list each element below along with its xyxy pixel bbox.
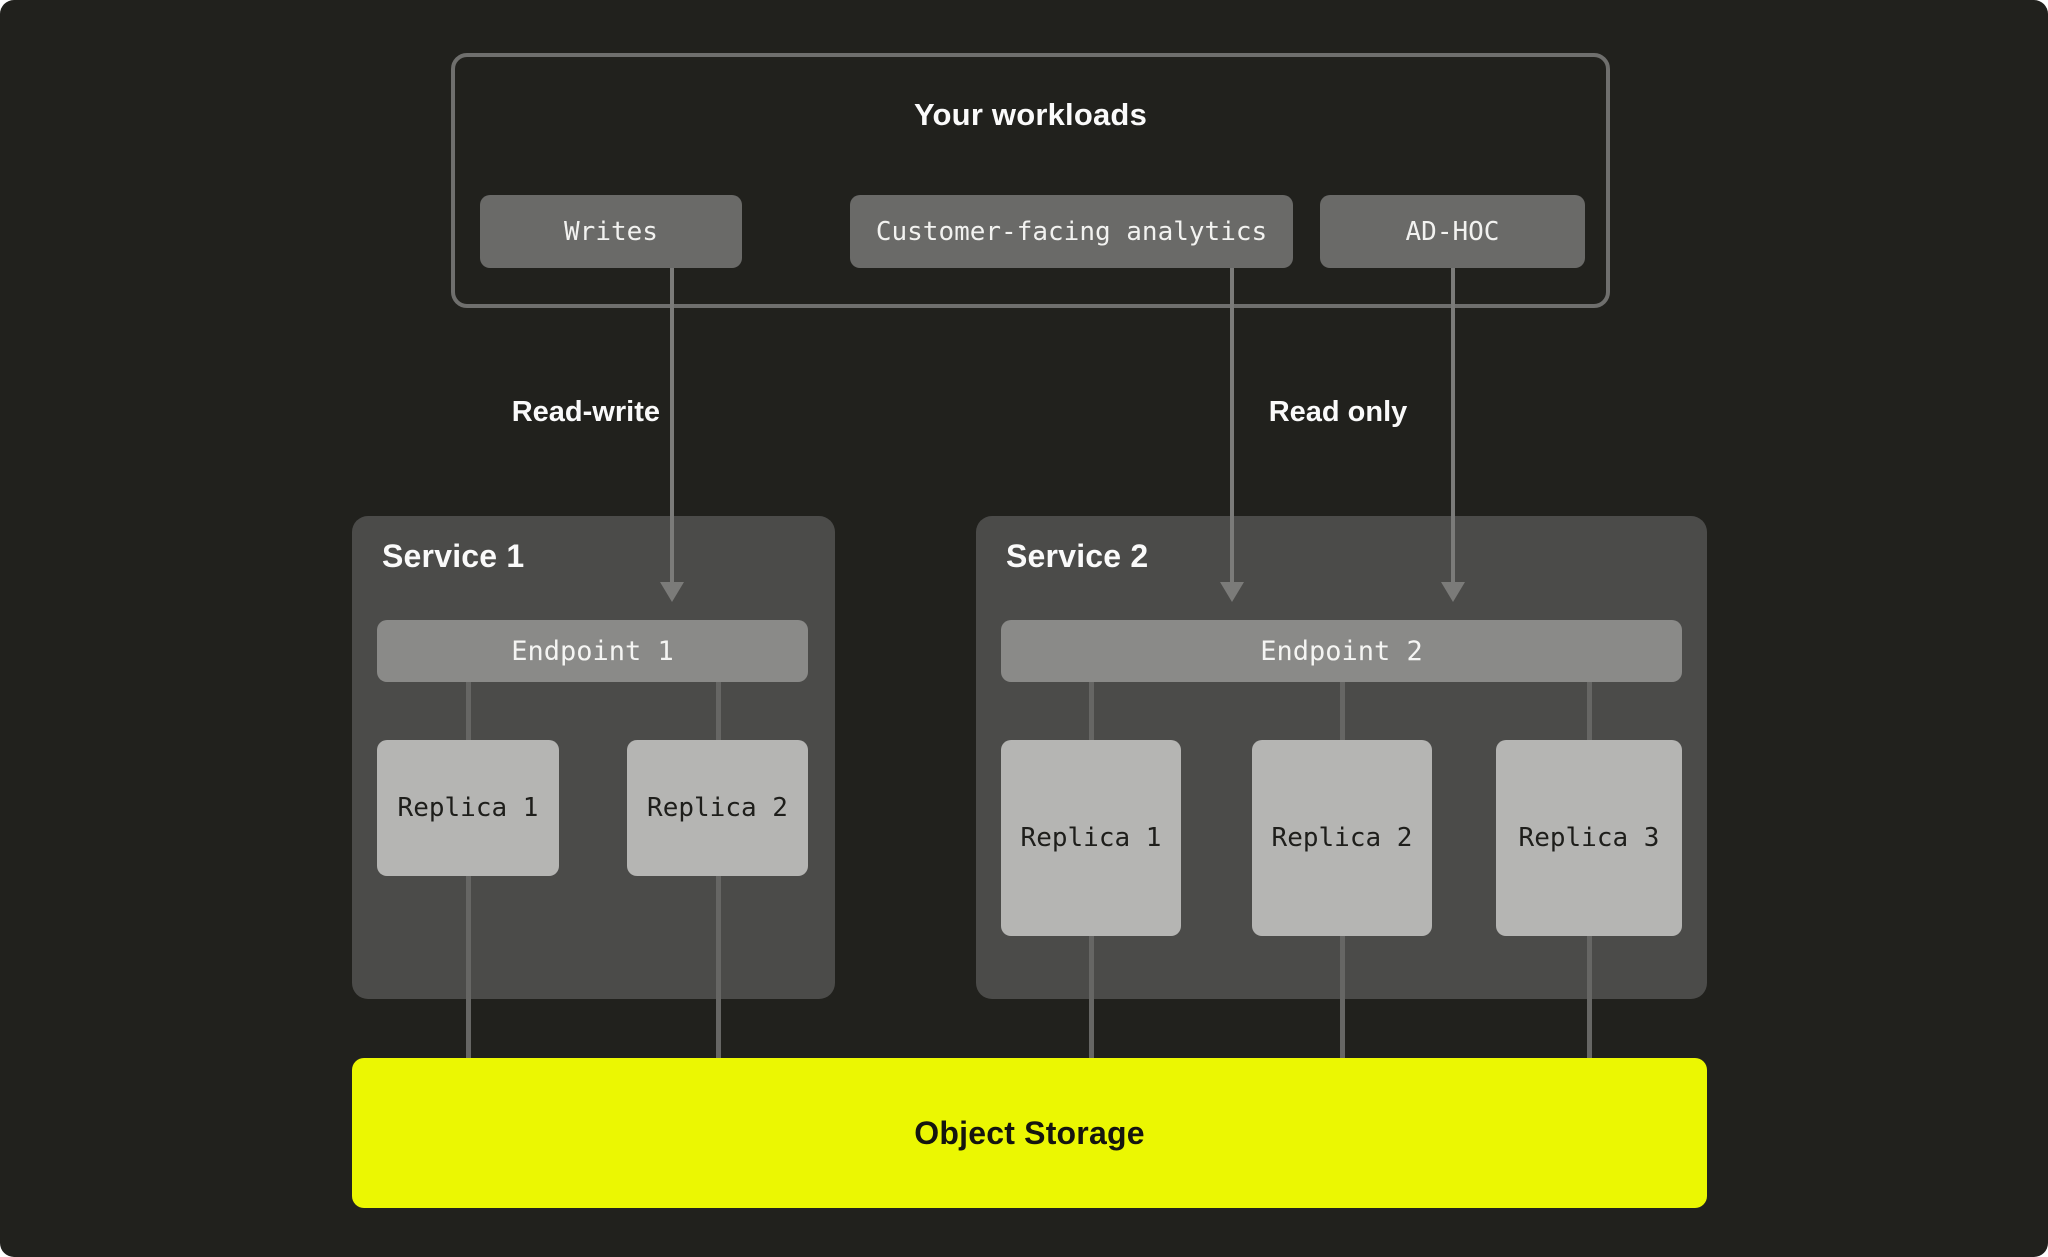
workload-node-ad-hoc: AD-HOC <box>1320 195 1585 268</box>
writes-to-endpoint1-line <box>670 268 674 584</box>
service-2-title: Service 2 <box>1006 538 1149 574</box>
read-only-edge-label: Read only <box>1268 396 1408 428</box>
analytics-to-endpoint2-line <box>1230 268 1234 584</box>
service2-replica-2-node: Replica 2 <box>1252 740 1432 936</box>
arrow-down-icon <box>660 582 684 602</box>
read-write-edge-label: Read-write <box>511 396 660 428</box>
adhoc-to-endpoint2-line <box>1451 268 1455 584</box>
endpoint-1-node: Endpoint 1 <box>377 620 808 682</box>
object-storage-bar: Object Storage <box>352 1058 1707 1208</box>
service2-replica-1-node: Replica 1 <box>1001 740 1181 936</box>
arrow-down-icon <box>1220 582 1244 602</box>
endpoint-2-node: Endpoint 2 <box>1001 620 1682 682</box>
service-1-title: Service 1 <box>382 538 525 574</box>
service1-replica-2-node: Replica 2 <box>627 740 808 876</box>
arrow-down-icon <box>1441 582 1465 602</box>
workloads-group-box <box>451 53 1610 308</box>
service2-replica-3-node: Replica 3 <box>1496 740 1682 936</box>
workload-node-customer-facing-analytics: Customer-facing analytics <box>850 195 1293 268</box>
workload-node-writes: Writes <box>480 195 742 268</box>
workloads-title: Your workloads <box>913 97 1148 132</box>
service1-replica-1-node: Replica 1 <box>377 740 559 876</box>
